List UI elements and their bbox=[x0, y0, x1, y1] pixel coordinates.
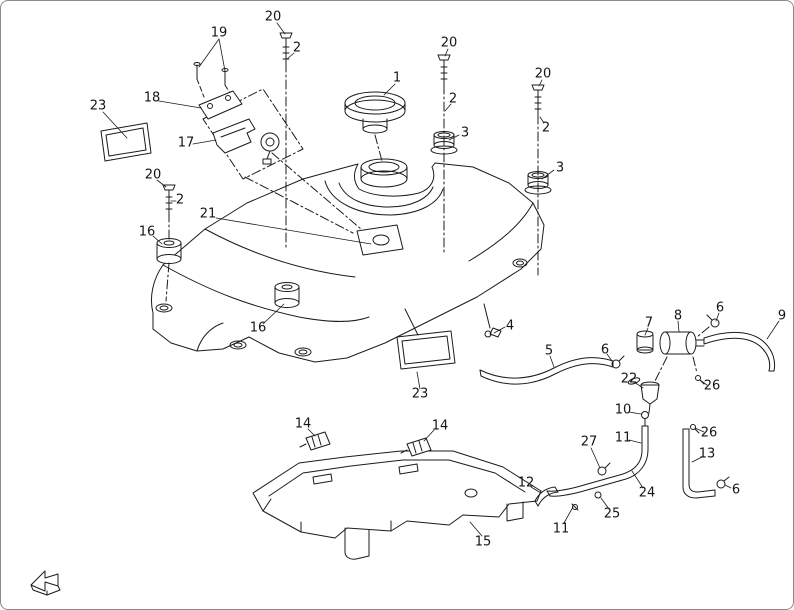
bolt-shapes bbox=[162, 32, 545, 214]
tank-cover-shape bbox=[252, 450, 542, 560]
fuel-pump-assembly-shape bbox=[627, 330, 705, 427]
fuel-cap-shape bbox=[344, 91, 406, 134]
leader-lines bbox=[102, 22, 780, 537]
filler-neck-shape bbox=[360, 158, 408, 188]
fuel-valve-shape bbox=[483, 303, 502, 338]
bracket-assembly-shape bbox=[193, 62, 304, 180]
cover-clip-left-shape bbox=[299, 431, 331, 451]
cover-clip-right-shape bbox=[400, 437, 432, 457]
fuel-tank-shape bbox=[150, 162, 545, 363]
direction-arrow-icon bbox=[30, 570, 61, 596]
heat-shield-left-shape bbox=[100, 122, 152, 162]
hose-shapes bbox=[479, 331, 776, 507]
centerlines bbox=[165, 62, 710, 382]
heat-shield-bottom-shape bbox=[396, 308, 456, 370]
